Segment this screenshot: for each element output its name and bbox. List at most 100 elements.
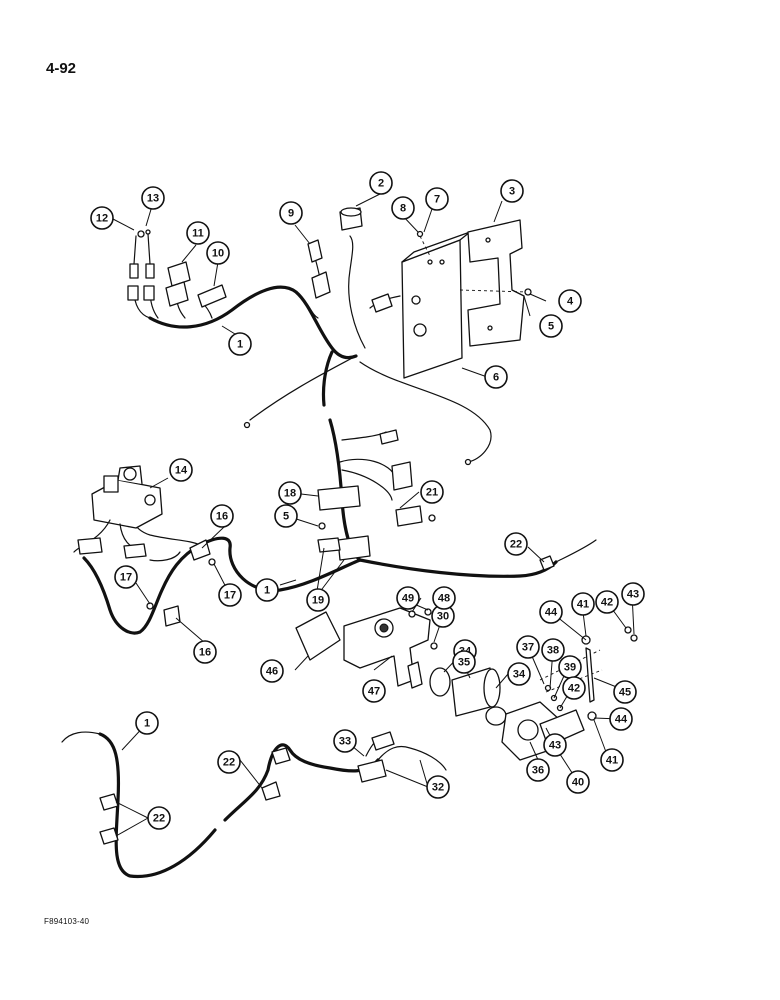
callout-10: 10 bbox=[206, 241, 230, 265]
callout-circle bbox=[147, 806, 171, 830]
callout-label: 21 bbox=[426, 487, 438, 499]
solenoid-valve bbox=[73, 465, 163, 559]
callout-40: 40 bbox=[566, 770, 590, 794]
callout-label: 37 bbox=[522, 642, 534, 654]
callout-circle bbox=[306, 588, 330, 612]
callout-43: 43 bbox=[543, 733, 567, 757]
callout-label: 7 bbox=[434, 194, 440, 206]
callout-14: 14 bbox=[169, 458, 193, 482]
callout-circle bbox=[516, 635, 540, 659]
callout-18: 18 bbox=[278, 481, 302, 505]
callout-22: 22 bbox=[504, 532, 528, 556]
callout-21: 21 bbox=[420, 480, 444, 504]
callout-circle bbox=[425, 187, 449, 211]
callout-label: 19 bbox=[312, 595, 324, 607]
callout-circle bbox=[141, 186, 165, 210]
callout-16: 16 bbox=[193, 640, 217, 664]
callout-circle bbox=[539, 314, 563, 338]
callout-19: 19 bbox=[306, 588, 330, 612]
callouts: 1112345567891011121314161617171819212222… bbox=[90, 171, 645, 830]
callout-circle bbox=[193, 640, 217, 664]
callout-32: 32 bbox=[426, 775, 450, 799]
callout-9: 9 bbox=[279, 201, 303, 225]
callout-1: 1 bbox=[135, 711, 159, 735]
callout-label: 8 bbox=[400, 203, 406, 215]
callout-label: 36 bbox=[532, 765, 544, 777]
callout-42: 42 bbox=[595, 590, 619, 614]
callout-label: 4 bbox=[567, 296, 574, 308]
callout-circle bbox=[484, 365, 508, 389]
callout-circle bbox=[562, 676, 586, 700]
callout-circle bbox=[526, 758, 550, 782]
callout-label: 42 bbox=[601, 597, 613, 609]
callout-2: 2 bbox=[369, 171, 393, 195]
callout-41: 41 bbox=[571, 592, 595, 616]
callout-label: 10 bbox=[212, 248, 224, 260]
callout-17: 17 bbox=[114, 565, 138, 589]
page-number: 4-92 bbox=[46, 60, 77, 77]
callout-label: 17 bbox=[224, 590, 236, 602]
callout-circle bbox=[210, 504, 234, 528]
callout-34: 34 bbox=[507, 662, 531, 686]
callout-label: 18 bbox=[284, 488, 296, 500]
callout-47: 47 bbox=[362, 679, 386, 703]
callout-circle bbox=[274, 504, 298, 528]
callout-circle bbox=[426, 775, 450, 799]
callout-1: 1 bbox=[228, 332, 252, 356]
callout-label: 6 bbox=[493, 372, 499, 384]
callout-label: 49 bbox=[402, 593, 414, 605]
callout-label: 46 bbox=[266, 666, 278, 678]
callout-3: 3 bbox=[500, 179, 524, 203]
callout-7: 7 bbox=[425, 187, 449, 211]
callout-5: 5 bbox=[274, 504, 298, 528]
callout-35: 35 bbox=[452, 650, 476, 674]
callout-label: 17 bbox=[120, 572, 132, 584]
callout-circle bbox=[255, 578, 279, 602]
callout-49: 49 bbox=[396, 586, 420, 610]
callout-circle bbox=[362, 679, 386, 703]
callout-41: 41 bbox=[600, 748, 624, 772]
callout-circle bbox=[186, 221, 210, 245]
callout-label: 42 bbox=[568, 683, 580, 695]
callout-circle bbox=[613, 680, 637, 704]
callout-42: 42 bbox=[562, 676, 586, 700]
callout-label: 32 bbox=[432, 782, 444, 794]
callout-circle bbox=[539, 600, 563, 624]
callout-circle bbox=[333, 729, 357, 753]
callout-label: 12 bbox=[96, 213, 108, 225]
callout-4: 4 bbox=[558, 289, 582, 313]
callout-45: 45 bbox=[613, 680, 637, 704]
callout-circle bbox=[391, 196, 415, 220]
callout-label: 1 bbox=[144, 718, 150, 730]
callout-circle bbox=[217, 750, 241, 774]
callout-circle bbox=[396, 586, 420, 610]
callout-11: 11 bbox=[186, 221, 210, 245]
figure-code: F894103-40 bbox=[44, 917, 90, 926]
upper-left-connectors bbox=[127, 229, 227, 308]
middle-harness bbox=[82, 418, 597, 635]
callout-33: 33 bbox=[333, 729, 357, 753]
callout-label: 1 bbox=[237, 339, 243, 351]
callout-circle bbox=[504, 532, 528, 556]
callout-circle bbox=[279, 201, 303, 225]
callout-circle bbox=[206, 241, 230, 265]
callout-label: 2 bbox=[378, 178, 384, 190]
callout-label: 5 bbox=[548, 321, 554, 333]
callout-17: 17 bbox=[218, 583, 242, 607]
callout-circle bbox=[218, 583, 242, 607]
callout-circle bbox=[278, 481, 302, 505]
callout-43: 43 bbox=[621, 582, 645, 606]
callout-label: 13 bbox=[147, 193, 159, 205]
callout-44: 44 bbox=[539, 600, 563, 624]
callout-circle bbox=[609, 707, 633, 731]
callout-label: 41 bbox=[577, 599, 589, 611]
callout-circle bbox=[595, 590, 619, 614]
callout-label: 41 bbox=[606, 755, 618, 767]
callout-22: 22 bbox=[147, 806, 171, 830]
callout-label: 35 bbox=[458, 657, 470, 669]
callout-label: 16 bbox=[199, 647, 211, 659]
callout-circle bbox=[369, 171, 393, 195]
callout-36: 36 bbox=[526, 758, 550, 782]
callout-label: 33 bbox=[339, 736, 351, 748]
